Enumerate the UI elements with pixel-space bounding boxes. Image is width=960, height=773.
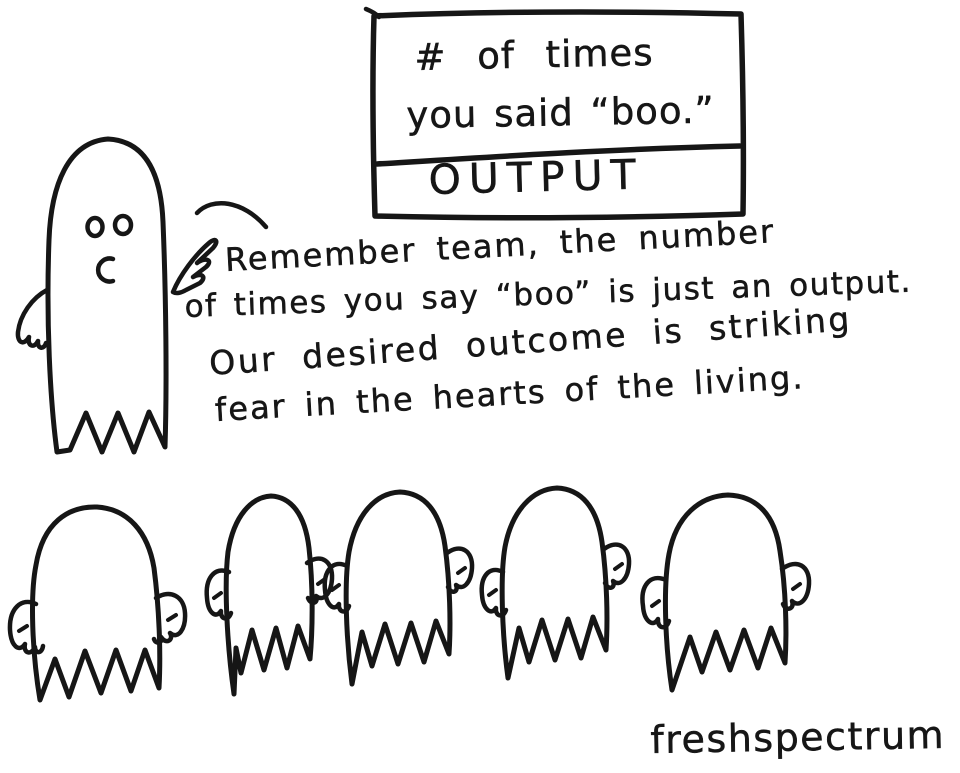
leader-ghost-arm-left bbox=[15, 287, 50, 350]
follower-ghost-3-ear-left bbox=[322, 561, 352, 614]
follower-ghost-1-ear-left bbox=[7, 599, 46, 655]
follower-ghost-3-ear-right bbox=[444, 546, 475, 594]
sign-output-label: OUTPUT bbox=[428, 150, 645, 204]
follower-ghost-2-body bbox=[223, 493, 315, 697]
follower-ghost-5 bbox=[640, 492, 812, 693]
follower-ghost-1-body bbox=[30, 504, 163, 703]
follower-ghost-1-ear-right-mark bbox=[166, 613, 178, 622]
follower-ghost-4-ear-left bbox=[479, 567, 509, 618]
follower-ghost-3 bbox=[322, 489, 475, 687]
sign-divider bbox=[374, 143, 743, 167]
follower-ghost-4-body bbox=[499, 485, 610, 681]
sign-title-line2: you said “boo.” bbox=[406, 88, 716, 137]
follower-ghost-3-body bbox=[343, 489, 453, 687]
follower-ghost-3-ear-right-mark bbox=[456, 566, 467, 575]
follower-ghost-1-ear-right bbox=[151, 591, 188, 645]
follower-ghost-5-ear-right bbox=[779, 561, 812, 611]
leader-ghost-mouth bbox=[95, 256, 116, 284]
artist-signature: freshspectrum bbox=[650, 712, 946, 763]
sign-border bbox=[370, 9, 747, 221]
sign-corner-tick bbox=[363, 6, 382, 20]
gesture-arc bbox=[194, 200, 269, 230]
leader-ghost-eye-left bbox=[85, 215, 105, 239]
follower-ghost-5-body bbox=[662, 492, 789, 693]
follower-ghost-2-ear-left-mark bbox=[212, 591, 223, 600]
follower-ghost-1 bbox=[7, 504, 188, 703]
sign-title-line1: # of times bbox=[414, 30, 654, 79]
follower-ghost-4-ear-left-mark bbox=[487, 588, 498, 597]
follower-ghost-4 bbox=[479, 485, 632, 681]
follower-ghost-2 bbox=[204, 493, 335, 697]
follower-ghost-4-ear-right-mark bbox=[613, 562, 624, 571]
follower-ghost-3-ear-left-mark bbox=[330, 583, 341, 592]
follower-ghost-5-ear-left bbox=[640, 576, 672, 630]
leader-ghost-arm-right bbox=[170, 237, 219, 296]
follower-ghost-1-ear-left-mark bbox=[17, 624, 29, 633]
leader-ghost bbox=[15, 136, 269, 455]
follower-ghost-4-ear-right bbox=[601, 542, 632, 590]
follower-ghost-2-ear-left bbox=[204, 568, 234, 621]
leader-ghost-eye-right bbox=[112, 213, 134, 237]
sign-board bbox=[363, 6, 747, 221]
leader-ghost-body bbox=[45, 136, 169, 455]
follower-ghost-5-ear-right-mark bbox=[791, 582, 802, 591]
follower-ghost-5-ear-left-mark bbox=[650, 599, 661, 608]
